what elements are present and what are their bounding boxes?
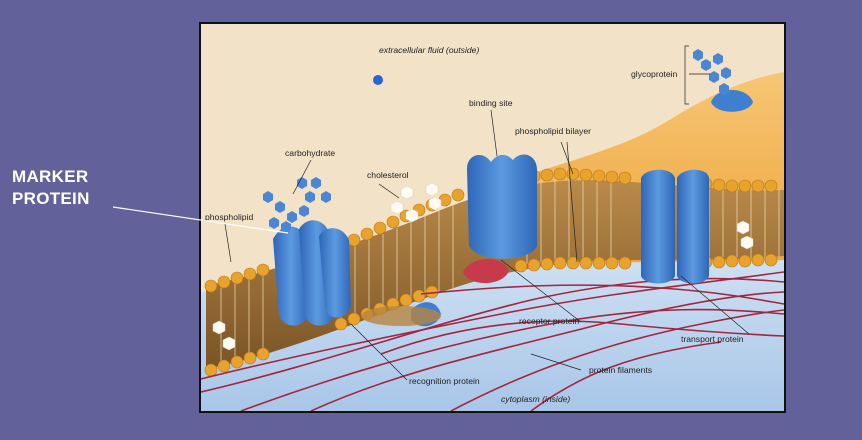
extracellular-molecule <box>373 75 383 85</box>
label-cytoplasm: cytoplasm (inside) <box>501 394 571 404</box>
membrane-illustration <box>201 24 784 411</box>
label-protein-filaments: protein filaments <box>589 365 653 375</box>
transport-protein-right <box>677 169 709 284</box>
marker-label-line1: MARKER <box>12 167 89 186</box>
label-carbohydrate: carbohydrate <box>285 148 336 158</box>
label-recognition-protein: recognition protein <box>409 376 480 386</box>
label-phospholipid-bilayer: phospholipid bilayer <box>515 126 591 136</box>
label-glycoprotein: glycoprotein <box>631 69 678 79</box>
marker-protein-callout: MARKER PROTEIN <box>12 166 132 210</box>
receptor-protein <box>467 154 537 259</box>
protein-filaments <box>201 271 784 411</box>
label-leaders <box>224 45 750 381</box>
glycoprotein <box>711 90 753 112</box>
label-receptor-protein: receptor protein <box>519 316 580 326</box>
label-extracellular: extracellular fluid (outside) <box>379 45 480 55</box>
label-transport-protein: transport protein <box>681 334 744 344</box>
lipid-heads-bottom <box>204 253 778 377</box>
marker-label-line2: PROTEIN <box>12 189 90 208</box>
label-cholesterol: cholesterol <box>367 170 409 180</box>
cholesterol-molecules <box>212 182 754 351</box>
label-phospholipid: phospholipid <box>205 212 254 222</box>
label-binding-site: binding site <box>469 98 513 108</box>
glycoprotein-carbs <box>693 49 731 95</box>
cell-membrane-figure: extracellular fluid (outside) glycoprote… <box>199 22 786 413</box>
recognition-protein <box>273 220 351 326</box>
transport-protein-left <box>641 169 675 284</box>
receptor-red-subunit <box>463 258 509 284</box>
